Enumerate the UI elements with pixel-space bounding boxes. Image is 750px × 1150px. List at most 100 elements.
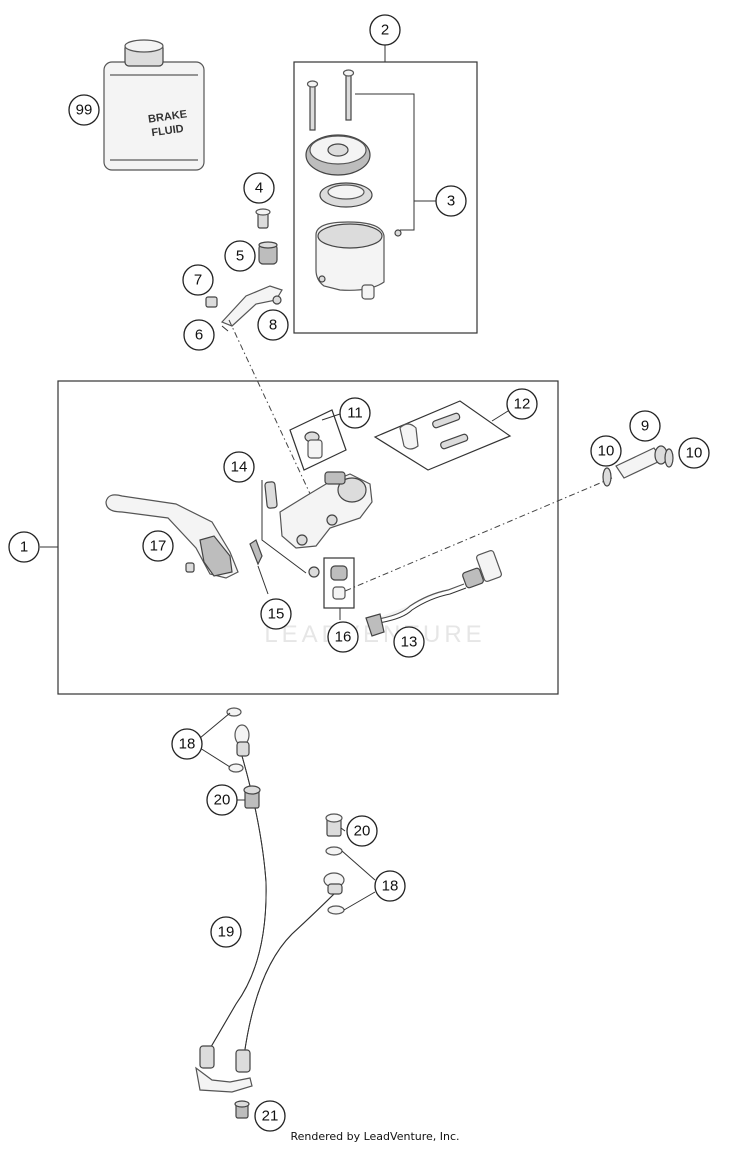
- pivot-pin: [264, 481, 278, 509]
- master-cylinder-group-box: [57, 380, 559, 695]
- svg-text:8: 8: [269, 317, 277, 334]
- svg-text:20: 20: [214, 792, 231, 809]
- leader-18a-1: [199, 712, 231, 739]
- callout-16: 16: [327, 621, 359, 653]
- leader-20b: [340, 827, 346, 832]
- can-label-line1: BRAKE: [147, 108, 187, 125]
- callout-14: 14: [223, 451, 255, 483]
- svg-text:20: 20: [354, 823, 371, 840]
- callout-2: 2: [369, 14, 401, 46]
- callout-3: 3: [435, 185, 467, 217]
- washer-upper-2: [228, 763, 244, 773]
- leader-6: [221, 325, 229, 332]
- svg-text:19: 19: [218, 924, 235, 941]
- seal-ring: [308, 566, 320, 578]
- adjuster-bolt: [255, 208, 271, 229]
- master-cylinder-body: [279, 471, 373, 549]
- brake-switch-cable: [365, 550, 503, 637]
- small-nut: [272, 295, 282, 305]
- reservoir-diaphragm: [319, 182, 373, 208]
- callout-6: 6: [183, 319, 215, 351]
- banjo-bolt-lower: [325, 813, 343, 837]
- callout-20-upper: 20: [206, 784, 238, 816]
- axis-line-banjo: [337, 477, 613, 595]
- svg-text:16: 16: [335, 629, 352, 646]
- callout-12: 12: [506, 388, 538, 420]
- svg-text:5: 5: [236, 248, 244, 265]
- callout-15: 15: [260, 598, 292, 630]
- svg-text:99: 99: [76, 102, 93, 119]
- washer-right: [664, 448, 674, 468]
- leader-15: [257, 565, 269, 595]
- switch-kit-box: [323, 557, 355, 609]
- brake-hose-assembly: [195, 724, 345, 1093]
- svg-text:3: 3: [447, 193, 455, 210]
- mounting-screw: [234, 1100, 250, 1119]
- leader-12: [491, 410, 509, 422]
- callout-4: 4: [243, 172, 275, 204]
- washer-left: [602, 467, 612, 487]
- svg-text:4: 4: [255, 180, 263, 197]
- axis-line-main: [228, 319, 313, 499]
- svg-text:10: 10: [686, 445, 703, 462]
- callout-21: 21: [254, 1100, 286, 1132]
- svg-text:18: 18: [382, 878, 399, 895]
- reservoir-body: [315, 221, 402, 300]
- svg-text:1: 1: [20, 539, 28, 556]
- svg-text:15: 15: [268, 606, 285, 623]
- leader-18b-2: [343, 891, 376, 911]
- leader-3-top: [355, 93, 436, 202]
- washer-lower-2: [327, 905, 345, 915]
- callout-18-upper: 18: [171, 728, 203, 760]
- piston-kit-box: [289, 409, 347, 471]
- can-label-line2: FLUID: [151, 123, 185, 139]
- washer-upper-1: [226, 707, 242, 717]
- leader-18b-1: [341, 850, 376, 881]
- callout-99: 99: [68, 94, 100, 126]
- svg-text:12: 12: [514, 396, 531, 413]
- leader-11: [321, 413, 341, 421]
- footer-credit: Rendered by LeadVenture, Inc.: [290, 1130, 460, 1143]
- callout-20-lower: 20: [346, 815, 378, 847]
- svg-text:11: 11: [347, 405, 363, 422]
- svg-text:7: 7: [194, 272, 202, 289]
- brake-fluid-can: BRAKE FLUID: [103, 39, 205, 171]
- callout-1: 1: [8, 531, 40, 563]
- callout-10-right: 10: [678, 437, 710, 469]
- callout-18-lower: 18: [374, 870, 406, 902]
- brake-lever: [105, 494, 239, 579]
- callout-11: 11: [339, 397, 371, 429]
- callout-19: 19: [210, 916, 242, 948]
- banjo-fitting: [615, 445, 668, 479]
- svg-text:9: 9: [641, 418, 649, 435]
- svg-text:14: 14: [231, 459, 248, 476]
- leader-18a-2: [199, 747, 231, 768]
- callout-5: 5: [224, 240, 256, 272]
- svg-text:6: 6: [195, 327, 203, 344]
- svg-text:21: 21: [262, 1108, 279, 1125]
- clamp-kit-box: [373, 400, 512, 471]
- pushrod-lever: [220, 285, 283, 327]
- callout-8: 8: [257, 309, 289, 341]
- washer-lower-1: [325, 846, 343, 856]
- small-screw: [205, 296, 218, 308]
- svg-text:17: 17: [150, 538, 167, 555]
- leader-3-bottom: [400, 201, 415, 231]
- adjuster-bushing: [258, 241, 278, 265]
- callout-10-left: 10: [590, 435, 622, 467]
- reservoir-screws: [306, 69, 355, 131]
- callout-9: 9: [629, 410, 661, 442]
- callout-13: 13: [393, 626, 425, 658]
- svg-text:2: 2: [381, 22, 389, 39]
- reservoir-cap: [305, 134, 371, 176]
- callout-17: 17: [142, 530, 174, 562]
- leader-14b: [261, 508, 307, 574]
- callout-7: 7: [182, 264, 214, 296]
- banjo-bolt-upper: [243, 785, 261, 809]
- svg-text:18: 18: [179, 736, 196, 753]
- svg-text:10: 10: [598, 443, 615, 460]
- lever-spring: [249, 539, 263, 566]
- svg-text:13: 13: [401, 634, 418, 651]
